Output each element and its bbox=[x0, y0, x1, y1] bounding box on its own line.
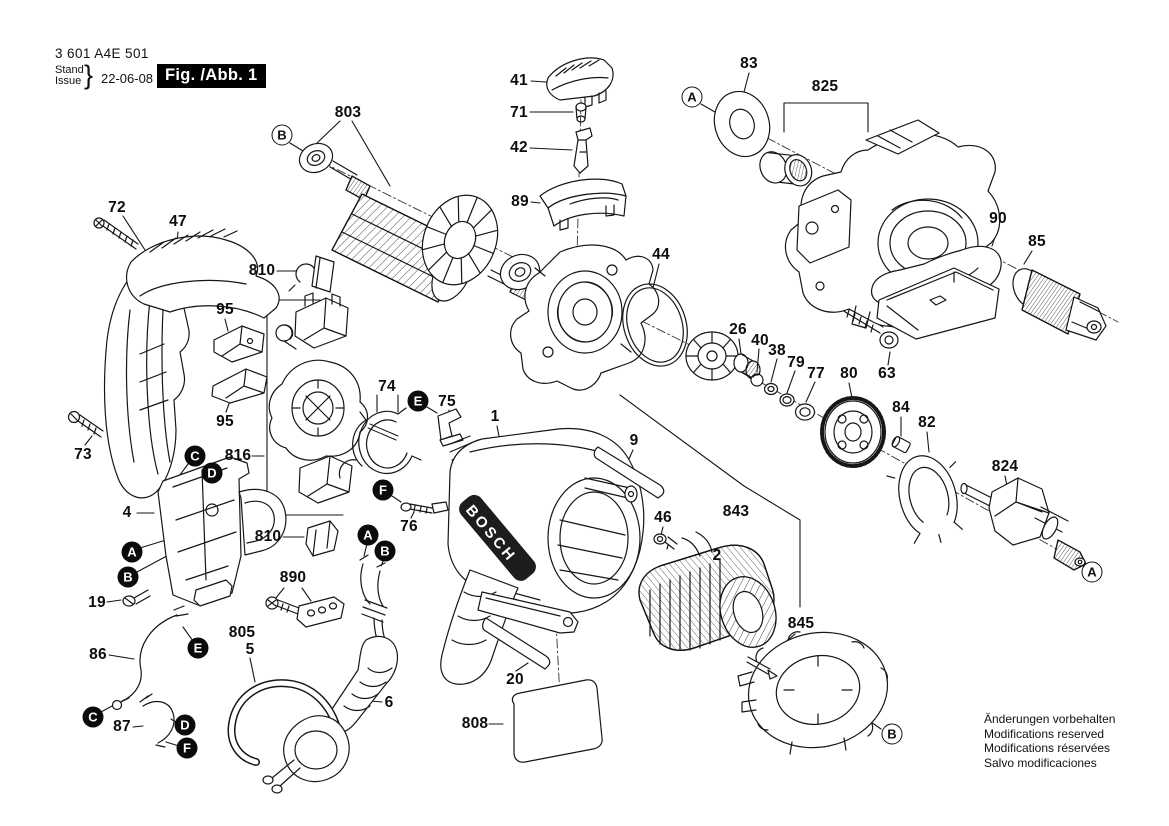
stator-2 bbox=[638, 531, 777, 651]
wires-ab bbox=[359, 554, 388, 645]
handle-cover-47 bbox=[103, 228, 280, 499]
brace-glyph: } bbox=[84, 60, 94, 90]
cover-plate-89 bbox=[539, 178, 627, 231]
retainer-clip-74 bbox=[352, 407, 422, 474]
switch-4 bbox=[157, 456, 287, 607]
brush-cap-95-lower bbox=[211, 368, 268, 404]
washer-77 bbox=[794, 403, 816, 421]
note-line-es: Salvo modificaciones bbox=[984, 755, 1097, 770]
o-ring-44 bbox=[622, 283, 688, 367]
ball-40 bbox=[750, 373, 764, 387]
motor-housing-1: BOSCH bbox=[440, 427, 645, 685]
wire-86 bbox=[111, 605, 189, 711]
pin-84 bbox=[891, 436, 911, 454]
screw-72 bbox=[93, 217, 139, 250]
wire-87 bbox=[139, 693, 175, 748]
screw-46 bbox=[653, 533, 678, 550]
terminal-75 bbox=[437, 408, 464, 447]
stand-issue-label: Stand Issue bbox=[55, 65, 84, 87]
cord-grommet-6 bbox=[327, 635, 399, 734]
brush-cap-95-upper bbox=[213, 325, 265, 363]
issue-label: Issue bbox=[55, 75, 82, 87]
chuck-85 bbox=[1012, 268, 1107, 341]
document-part-number: 3 601 A4E 501 bbox=[55, 46, 149, 61]
bearing-plate-845 bbox=[737, 631, 889, 755]
figure-title-badge: Fig. /Abb. 1 bbox=[157, 64, 266, 88]
lock-ring-82 bbox=[886, 455, 963, 544]
screw-19 bbox=[122, 589, 151, 607]
stand-label: Stand bbox=[55, 64, 84, 76]
issue-date: 22-06-08 bbox=[101, 71, 154, 86]
armature-803 bbox=[298, 142, 545, 305]
brush-cover-810 bbox=[305, 520, 339, 557]
label-strip-9 bbox=[593, 446, 665, 499]
screw-73 bbox=[67, 410, 104, 438]
leader-lines bbox=[84, 72, 1084, 747]
cover-90 bbox=[871, 245, 1002, 340]
modification-notes: Änderungen vorbehalten Modifications res… bbox=[984, 712, 1115, 770]
switch-slider-41 bbox=[546, 57, 614, 108]
ring-79 bbox=[779, 393, 795, 407]
washer-38 bbox=[763, 382, 779, 396]
spring-strip-42 bbox=[573, 127, 593, 174]
label-strip-20 bbox=[482, 617, 551, 670]
carbon-brush-810 bbox=[288, 255, 335, 293]
terminal-screw-76 bbox=[400, 501, 449, 514]
gear-80 bbox=[820, 396, 886, 468]
pin-71 bbox=[575, 102, 587, 123]
spindle-824 bbox=[960, 477, 1087, 571]
note-line-fr: Modifications réservées bbox=[984, 741, 1111, 756]
bearing-flange-843 bbox=[510, 244, 660, 391]
brush-holder-group-816 bbox=[268, 292, 369, 504]
note-line-de: Änderungen vorbehalten bbox=[984, 712, 1116, 726]
power-cord-5 bbox=[227, 679, 350, 794]
cable-clamp-890 bbox=[265, 596, 345, 628]
pinion-26 bbox=[685, 331, 761, 381]
nameplate-808 bbox=[511, 679, 603, 763]
note-line-en: Modifications reserved bbox=[984, 726, 1105, 741]
